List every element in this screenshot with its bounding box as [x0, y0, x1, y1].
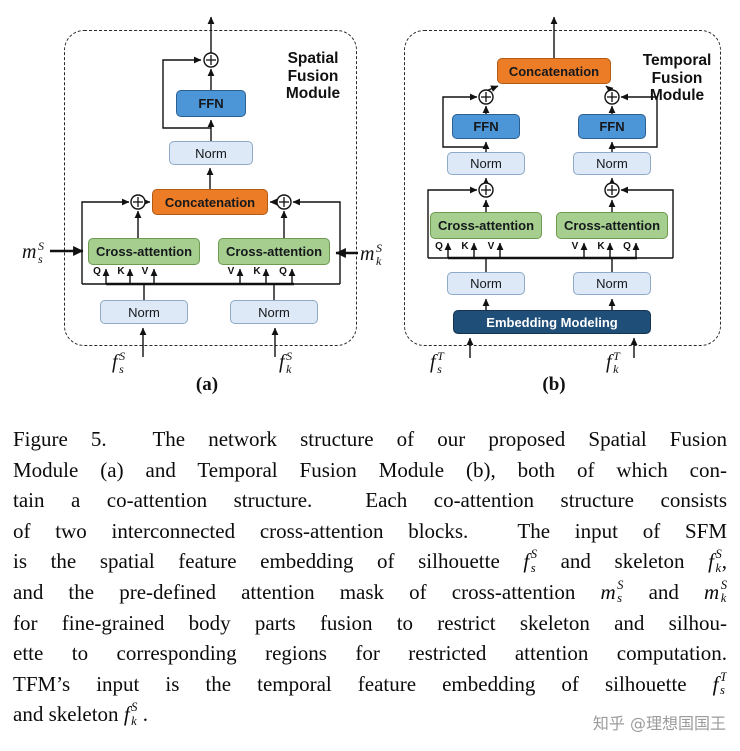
sfm-concatenation-block: Concatenation — [152, 189, 268, 215]
v-label: V — [571, 241, 579, 252]
sfm-title-line: Fusion — [287, 67, 339, 85]
caption-line: Module (a) and Temporal Fusion Module (b… — [13, 457, 727, 482]
figure-5-diagram: Spatial Fusion Module FFN Norm Concatena… — [22, 16, 721, 395]
add-circle-icon — [130, 194, 146, 210]
sfm-ffn-block: FFN — [176, 90, 246, 117]
tfm-module-boundary — [404, 30, 721, 346]
tfm-title-line: Fusion — [651, 69, 703, 87]
caption-line: and the pre-defined attention mask of cr… — [13, 577, 727, 608]
caption-line: tain a co-attention structure. Each co-a… — [13, 488, 727, 513]
sfm-norm-left-block: Norm — [100, 300, 188, 324]
add-circle-icon — [478, 89, 494, 105]
figure-caption: Figure 5. The network structure of our p… — [13, 424, 727, 730]
sfm-wires — [50, 16, 358, 357]
caption-line: of two interconnected cross-attention bl… — [13, 518, 727, 543]
tfm-cross-attention-right: Cross-attention — [556, 212, 668, 239]
sfm-title: Spatial Fusion Module — [270, 50, 356, 103]
panel-a-caption: (a) — [195, 374, 219, 395]
k-label: K — [461, 241, 469, 252]
sfm-cross-attention-right: Cross-attention — [218, 238, 330, 265]
sfm-title-line: Module — [285, 85, 341, 102]
add-circle-icon — [604, 182, 620, 198]
tfm-norm-left-bottom: Norm — [447, 272, 525, 295]
diagram-wiring — [50, 16, 674, 358]
tfm-title-line: Module — [649, 87, 705, 104]
panel-b-caption: (b) — [542, 374, 566, 395]
k-label: K — [597, 241, 605, 252]
caption-line: Figure 5. The network structure of our p… — [13, 427, 727, 451]
caption-line: TFM’s input is the temporal feature embe… — [13, 669, 727, 700]
tfm-cross-attention-left: Cross-attention — [430, 212, 542, 239]
q-label: Q — [279, 266, 287, 277]
tfm-wires — [427, 16, 674, 358]
k-label: K — [253, 266, 261, 277]
q-label: Q — [623, 241, 631, 252]
caption-line: for fine-grained body parts fusion to re… — [13, 610, 727, 635]
q-label: Q — [435, 241, 443, 252]
tfm-title: Temporal Fusion Module — [634, 52, 720, 105]
add-circle-icon — [276, 194, 292, 210]
tfm-ffn-left-block: FFN — [452, 114, 520, 139]
add-circle-icon — [478, 182, 494, 198]
tfm-embedding-modeling-block: Embedding Modeling — [453, 310, 651, 334]
sfm-norm-right-block: Norm — [230, 300, 318, 324]
sfm-cross-attention-left: Cross-attention — [88, 238, 200, 265]
tfm-concatenation-block: Concatenation — [497, 58, 611, 84]
sfm-title-line: Spatial — [287, 50, 339, 67]
add-circle-icon — [604, 89, 620, 105]
v-label: V — [487, 241, 495, 252]
watermark: 知乎 @理想国国王 — [592, 714, 726, 733]
tfm-norm-left-top: Norm — [447, 152, 525, 175]
add-circle-icon — [203, 52, 219, 68]
caption-line: is the spatial feature embedding of silh… — [13, 546, 727, 577]
caption-line: ette to corresponding regions for restri… — [13, 641, 727, 666]
tfm-norm-right-bottom: Norm — [573, 272, 651, 295]
tfm-title-line: Temporal — [642, 52, 712, 69]
tfm-ffn-right-block: FFN — [578, 114, 646, 139]
v-label: V — [227, 266, 235, 277]
sfm-norm-top-block: Norm — [169, 141, 253, 165]
k-label: K — [117, 266, 125, 277]
v-label: V — [141, 266, 149, 277]
q-label: Q — [93, 266, 101, 277]
tfm-norm-right-top: Norm — [573, 152, 651, 175]
